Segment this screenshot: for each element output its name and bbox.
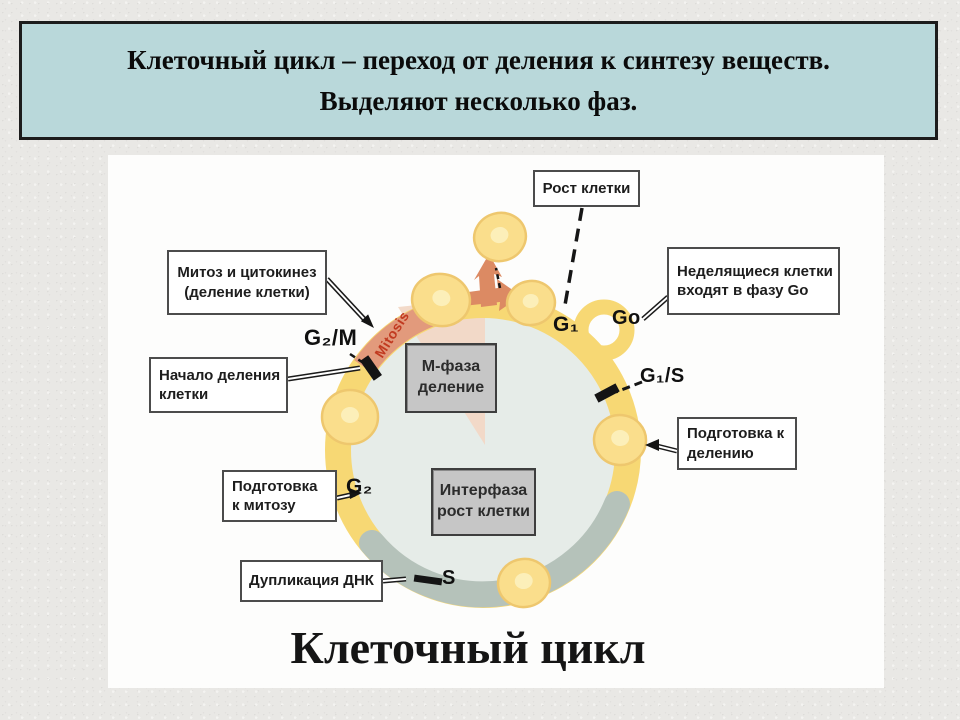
checkpoint-tick-g2m: [360, 355, 382, 381]
label-mitoz-citokinez: Митоз и цитокинез (деление клетки): [167, 250, 327, 315]
leader-nachalo: [287, 365, 361, 382]
leader-top-cell: [494, 267, 502, 289]
cell-blob-right: [592, 413, 648, 467]
slide-title-line-2: Выделяют несколько фаз.: [319, 85, 638, 116]
cell-blob-left: [320, 388, 380, 446]
cell-blob-upper-left: [410, 272, 472, 328]
marker-go: Go: [612, 307, 641, 329]
checkpoint-tick-s: [413, 574, 443, 586]
label-rost-kletki: Рост клетки: [533, 170, 640, 207]
leader-mitoz: [325, 277, 368, 323]
marker-g2m: G₂/M: [304, 325, 358, 350]
marker-g1s: G₁/S: [640, 365, 685, 387]
label-nachalo-deleniya: Начало деления клетки: [149, 357, 288, 413]
arrowhead-podgotovka-deleniyu: [645, 439, 659, 451]
label-duplikaciya-dnk: Дупликация ДНК: [240, 560, 383, 602]
label-podgotovka-deleniyu: Подготовка к делению: [677, 417, 797, 470]
leader-nedel: [641, 295, 670, 321]
checkpoint-tick-g1s: [594, 383, 620, 403]
label-interfaza: Интерфаза рост клетки: [431, 468, 536, 536]
leader-duplikaciya: [382, 576, 407, 584]
label-podgotovka-mitozu: Подготовка к митозу: [222, 470, 337, 522]
slide-title-box: Клеточный цикл – переход от деления к си…: [19, 21, 938, 140]
marker-s: S: [442, 567, 456, 589]
cell-blob-top: [472, 211, 528, 263]
diagram-caption: Клеточный цикл: [290, 622, 646, 673]
leader-g1s: [615, 380, 643, 394]
leader-podgotovka-deleniyu: [656, 443, 678, 454]
go-loop: [573, 299, 635, 390]
slide-title-line-1: Клеточный цикл – переход от деления к си…: [127, 45, 830, 75]
label-nedelyashchiesya-kletki: Неделящиеся клетки входят в фазу Go: [667, 247, 840, 315]
cell-blob-upper-right: [505, 279, 557, 327]
leader-rost-kletki: [563, 207, 584, 306]
label-m-faza: М-фаза деление: [405, 343, 497, 413]
diagram-panel: Mitosis: [108, 155, 884, 688]
arrowhead-mitoz: [360, 314, 374, 328]
marker-g1: G₁: [553, 313, 580, 336]
marker-g2: G₂: [346, 475, 373, 498]
cell-blob-bottom: [496, 557, 552, 609]
arrowhead-podgotovka-mitozu: [349, 488, 362, 499]
